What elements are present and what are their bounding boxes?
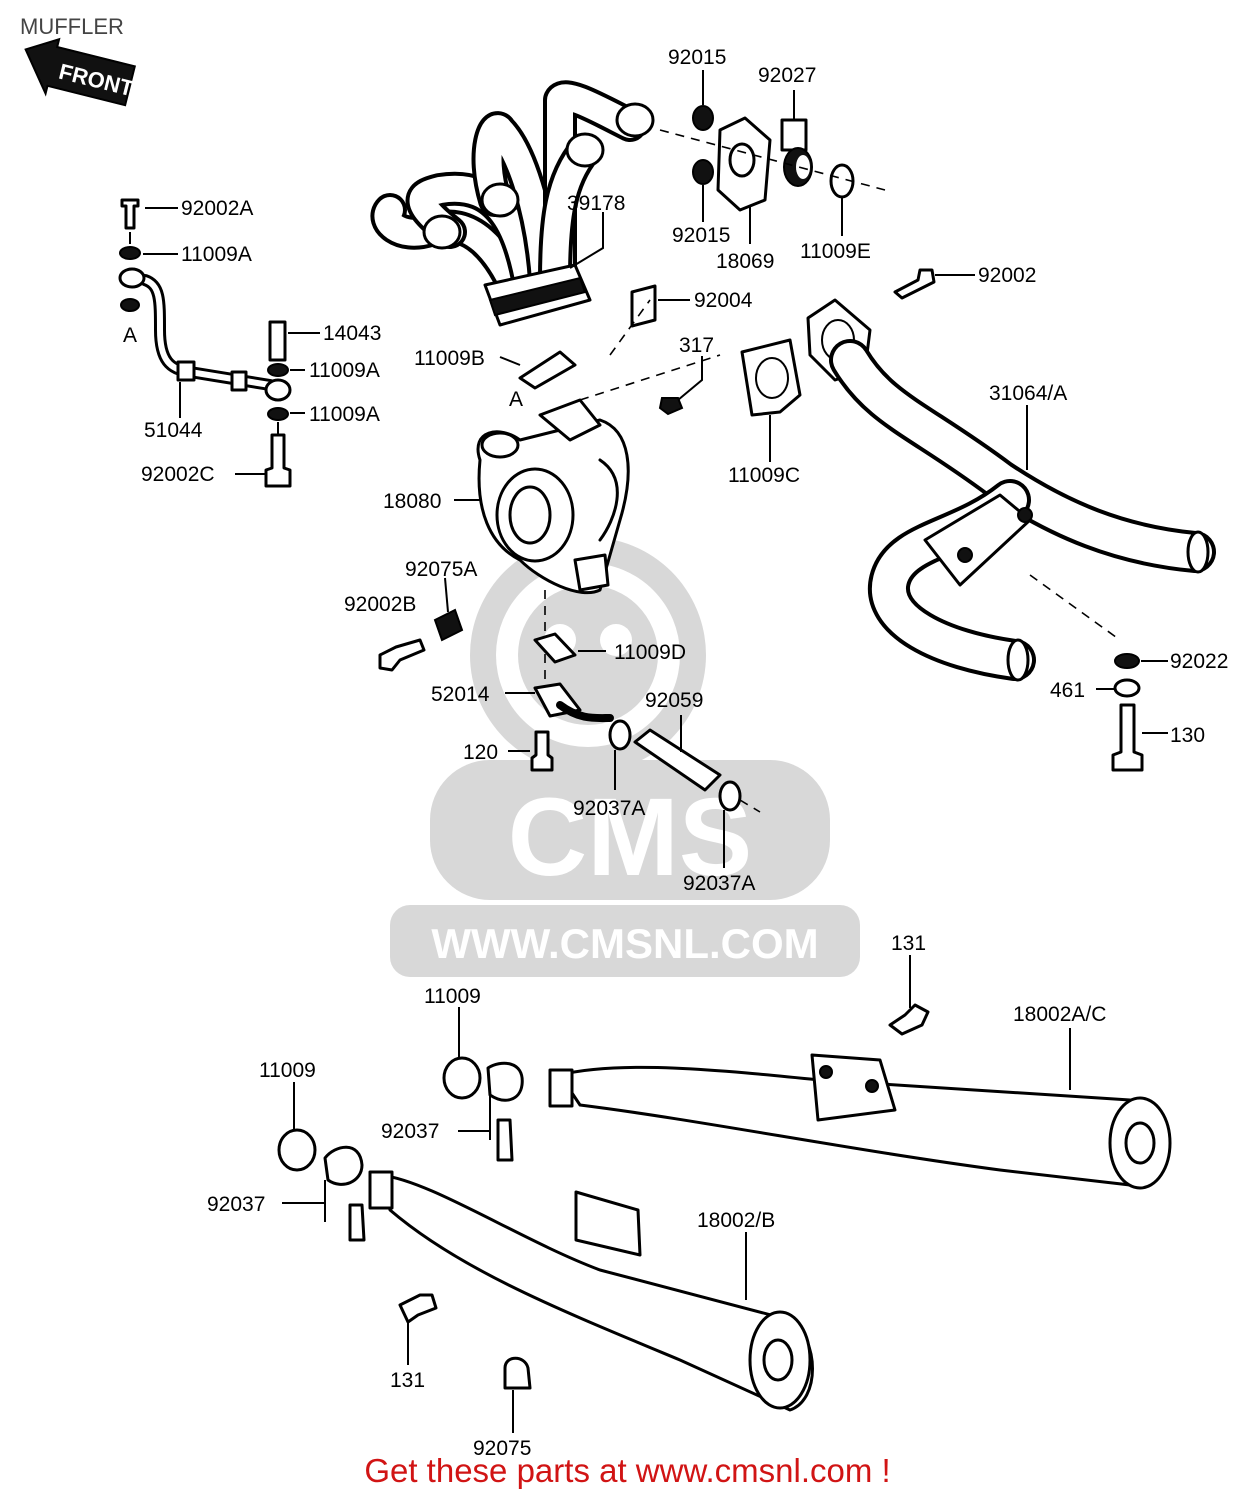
axis-hose: [739, 799, 761, 813]
parts-link-footer[interactable]: Get these parts at www.cmsnl.com !: [364, 1452, 891, 1489]
label-52014: 52014: [431, 683, 490, 706]
label-120: 120: [463, 741, 498, 764]
bolt-92037-2: [348, 1203, 366, 1242]
label-92059: 92059: [645, 689, 703, 712]
bolt-120: [530, 730, 554, 772]
label-130: 130: [1170, 724, 1205, 747]
bolt-92002: [893, 268, 936, 300]
label-18002B: 18002/B: [697, 1209, 775, 1232]
label-18002AC: 18002A/C: [1013, 1003, 1106, 1026]
gasket-11009D: [533, 632, 577, 664]
label-92037-1: 92037: [381, 1120, 439, 1143]
label-92037-2: 92037: [207, 1193, 265, 1216]
bolt-14043: [268, 320, 287, 362]
clamp-92037A-1: [608, 719, 632, 751]
watermark-cms: CMS: [508, 776, 752, 899]
gasket-92004: [630, 284, 657, 328]
washer-92022: [1114, 653, 1140, 669]
hose-92059: [633, 728, 722, 792]
banjo-fitting-top: [118, 267, 146, 289]
label-11009A-1: 11009A: [181, 243, 252, 266]
label-92015-top: 92015: [668, 46, 726, 69]
clamp-92037-1: [486, 1061, 524, 1102]
grommet-92075: [503, 1356, 532, 1390]
bolt-92002C: [264, 433, 292, 488]
label-92002C: 92002C: [141, 463, 215, 486]
label-11009D: 11009D: [614, 641, 686, 664]
turbocharger-18080: [476, 398, 630, 595]
label-18080: 18080: [383, 490, 441, 513]
washer-a-ref: [120, 298, 140, 312]
label-92075A: 92075A: [405, 558, 477, 581]
label-39178: 39178: [567, 192, 625, 215]
gasket-11009B: [518, 350, 577, 390]
clamp-92037A-2: [718, 780, 742, 812]
exhaust-pipe-31064A: [806, 298, 1216, 682]
bolt-130: [1111, 703, 1144, 772]
label-51044: 51044: [144, 419, 203, 442]
label-11009C: 11009C: [728, 464, 800, 487]
label-14043: 14043: [323, 322, 381, 345]
label-92022: 92022: [1170, 650, 1228, 673]
front-arrow-badge: FRONT: [24, 37, 137, 107]
leader-lines: [143, 70, 1168, 1433]
axis-bracket: [1029, 574, 1121, 641]
muffler-18002AC: [548, 1053, 1172, 1190]
sleeve-11009-2: [277, 1128, 317, 1172]
label-92037A-1: 92037A: [573, 797, 645, 820]
exhaust-flange-18069: [716, 116, 772, 212]
nut-317: [658, 397, 684, 416]
label-317: 317: [679, 334, 714, 357]
label-92075: 92075: [473, 1437, 531, 1460]
bolt-92002A: [120, 198, 140, 230]
banjo-fitting-bot: [264, 378, 292, 402]
label-92037A-2: 92037A: [683, 872, 755, 895]
label-11009E: 11009E: [800, 240, 871, 263]
watermark-logo: CMS WWW.CMSNL.COM: [390, 537, 860, 977]
label-131-bot: 131: [390, 1369, 425, 1392]
axis-turbo-2: [609, 299, 651, 356]
washer-461: [1113, 678, 1141, 698]
label-11009B: 11009B: [414, 347, 485, 370]
label-461: 461: [1050, 679, 1085, 702]
label-11009-1: 11009: [424, 985, 481, 1008]
label-11009A-3: 11009A: [309, 403, 380, 426]
diagram-title: MUFFLER: [20, 14, 124, 39]
exhaust-header-39178: [370, 80, 655, 327]
washer-11009A-3: [267, 407, 289, 421]
oil-pipe-51044: [139, 274, 276, 392]
label-92015-mid: 92015: [672, 224, 730, 247]
label-ref-a-2: A: [509, 388, 523, 411]
label-11009-2: 11009: [259, 1059, 316, 1082]
nut-92015-top: [692, 105, 714, 131]
label-92002B: 92002B: [344, 593, 416, 616]
label-92027: 92027: [758, 64, 816, 87]
label-92002A: 92002A: [181, 197, 253, 220]
label-92004: 92004: [694, 289, 753, 312]
washer-11009A-1: [119, 246, 141, 260]
label-131-top: 131: [891, 932, 926, 955]
label-92002: 92002: [978, 264, 1036, 287]
axis-flange: [659, 129, 886, 191]
axis-turbo: [579, 354, 721, 401]
bolt-92037-1: [496, 1118, 514, 1162]
bolt-131-bot: [398, 1293, 438, 1324]
label-11009A-2: 11009A: [309, 359, 380, 382]
washer-11009A-2: [267, 363, 289, 377]
label-ref-a-1: A: [123, 324, 137, 347]
bolt-92002B: [378, 638, 426, 672]
collar-92027: [780, 118, 813, 187]
sleeve-11009-1: [442, 1056, 482, 1100]
part-labels: 92015 92027 92002A 11009A A 39178 92015 …: [123, 46, 1228, 1460]
bolt-131-top: [888, 1003, 930, 1036]
clamp-92037-2: [323, 1145, 364, 1186]
oil-return-pipe: [556, 701, 614, 723]
watermark-url: WWW.CMSNL.COM: [431, 920, 818, 967]
nut-92015-mid: [692, 159, 714, 185]
label-18069: 18069: [716, 250, 774, 273]
fitting-92075A: [433, 608, 464, 642]
muffler-18002B: [368, 1170, 814, 1412]
label-31064A: 31064/A: [989, 382, 1067, 405]
